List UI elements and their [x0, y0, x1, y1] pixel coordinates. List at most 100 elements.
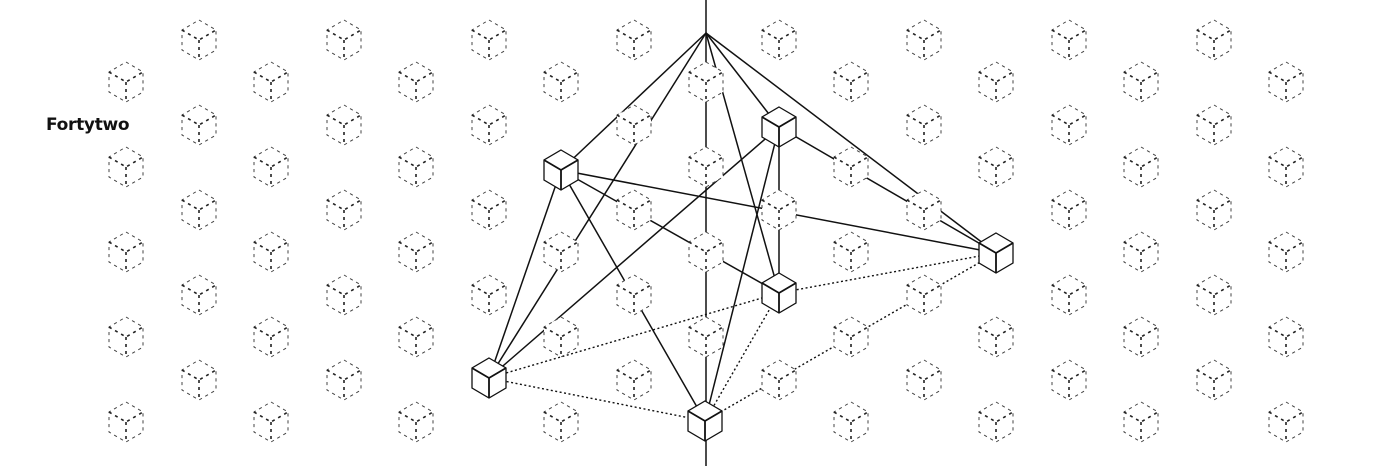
dashed-cube-icon — [108, 231, 144, 273]
dashed-cube-icon — [1268, 401, 1304, 443]
dashed-cube-icon — [1051, 104, 1087, 146]
dashed-cube-icon — [108, 146, 144, 188]
dashed-cube-icon — [471, 19, 507, 61]
dashed-cube-icon — [1123, 231, 1159, 273]
dashed-cube-icon — [471, 104, 507, 146]
dashed-cube-icon — [253, 231, 289, 273]
dashed-cube-icon — [688, 146, 724, 188]
dashed-cube-icon — [978, 146, 1014, 188]
dashed-cube-icon — [1268, 316, 1304, 358]
dotted-edge-F-D — [704, 292, 780, 422]
dashed-cube-icon — [1123, 401, 1159, 443]
edge-apex-E — [488, 32, 707, 379]
dashed-cube-icon — [1268, 231, 1304, 273]
dashed-cube-icon — [688, 61, 724, 103]
dashed-cube-icon — [1123, 316, 1159, 358]
brand-logo-text: Fortytwo — [46, 115, 130, 135]
dashed-cube-icon — [1196, 19, 1232, 61]
dashed-cube-icon — [543, 401, 579, 443]
dashed-cube-icon — [1051, 189, 1087, 231]
dashed-cube-icon — [688, 231, 724, 273]
dashed-cube-icon — [253, 401, 289, 443]
edge-A-D — [560, 169, 780, 294]
dashed-cube-icon — [108, 401, 144, 443]
dashed-cube-icon — [181, 274, 217, 316]
dashed-cube-icon — [906, 19, 942, 61]
dashed-cube-icon — [1196, 104, 1232, 146]
dashed-cube-icon — [1268, 146, 1304, 188]
dashed-cube-icon — [1268, 61, 1304, 103]
dashed-cube-icon — [616, 19, 652, 61]
dashed-cube-icon — [181, 104, 217, 146]
dashed-cube-icon — [1123, 146, 1159, 188]
dashed-cube-icon — [1051, 359, 1087, 401]
dashed-cube-icon — [543, 316, 579, 358]
dotted-edge-E-D — [488, 292, 780, 379]
dashed-cube-icon — [1196, 274, 1232, 316]
dotted-edge-D-C — [778, 252, 997, 294]
edge-A-E — [488, 169, 562, 379]
dashed-cube-icon — [688, 316, 724, 358]
edge-B-E — [488, 126, 780, 379]
dashed-cube-icon — [253, 61, 289, 103]
dashed-cube-icon — [978, 401, 1014, 443]
dashed-cube-icon — [108, 61, 144, 103]
dashed-cube-icon — [906, 189, 942, 231]
dashed-cube-icon — [978, 316, 1014, 358]
dashed-cube-icon — [833, 146, 869, 188]
dashed-cube-icon — [616, 104, 652, 146]
dashed-cube-icon — [906, 274, 942, 316]
edge-B-C — [778, 126, 997, 254]
solid-cube-icon-C — [978, 232, 1014, 274]
dashed-cube-icon — [253, 146, 289, 188]
dashed-cube-icon — [398, 231, 434, 273]
dashed-cube-icon — [471, 189, 507, 231]
dashed-cube-icon — [833, 401, 869, 443]
dashed-cube-icon — [761, 19, 797, 61]
dashed-cube-icon — [906, 359, 942, 401]
dashed-cube-icon — [108, 316, 144, 358]
dashed-cube-icon — [181, 359, 217, 401]
dashed-cube-icon — [761, 359, 797, 401]
dashed-cube-icon — [326, 189, 362, 231]
dashed-cube-icon — [906, 104, 942, 146]
solid-cube-icon-E — [471, 357, 507, 399]
dashed-cube-icon — [616, 359, 652, 401]
dashed-cube-icon — [326, 359, 362, 401]
dashed-cube-icon — [1051, 274, 1087, 316]
dashed-cube-icon — [616, 189, 652, 231]
dashed-cube-icon — [181, 19, 217, 61]
dashed-cube-icon — [398, 401, 434, 443]
dashed-cube-icon — [1196, 359, 1232, 401]
dotted-edge-E-F — [488, 377, 706, 422]
dashed-cube-icon — [978, 61, 1014, 103]
dashed-cube-icon — [1123, 61, 1159, 103]
dashed-cube-icon — [398, 61, 434, 103]
dashed-cube-icon — [1051, 19, 1087, 61]
dashed-cube-icon — [543, 61, 579, 103]
solid-cube-icon-A — [543, 149, 579, 191]
dashed-cube-icon — [326, 19, 362, 61]
dashed-cube-icon — [1196, 189, 1232, 231]
dashed-cube-icon — [326, 104, 362, 146]
dashed-cube-icon — [398, 316, 434, 358]
solid-cube-icon-D — [761, 272, 797, 314]
dashed-cube-icon — [761, 189, 797, 231]
dashed-cube-icon — [543, 231, 579, 273]
dashed-cube-icon — [398, 146, 434, 188]
dashed-cube-icon — [181, 189, 217, 231]
edge-apex-B — [705, 32, 780, 128]
dashed-cube-icon — [326, 274, 362, 316]
dashed-cube-icon — [833, 61, 869, 103]
dashed-cube-icon — [253, 316, 289, 358]
edge-apex-A — [560, 32, 707, 171]
solid-cube-icon-B — [761, 106, 797, 148]
dashed-cube-icon — [471, 274, 507, 316]
dashed-cube-icon — [616, 274, 652, 316]
edge-B-F — [704, 126, 780, 422]
edge-apex-C — [705, 32, 997, 254]
solid-cube-icon-F — [687, 400, 723, 442]
dashed-cube-icon — [833, 316, 869, 358]
